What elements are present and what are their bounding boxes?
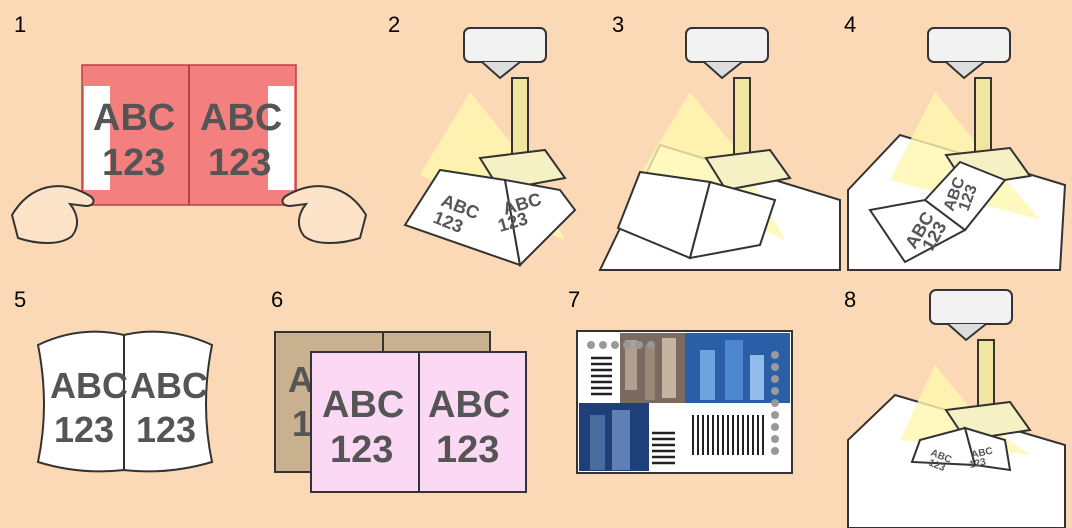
- panel-8: ABC 123 ABC 123: [0, 0, 1072, 528]
